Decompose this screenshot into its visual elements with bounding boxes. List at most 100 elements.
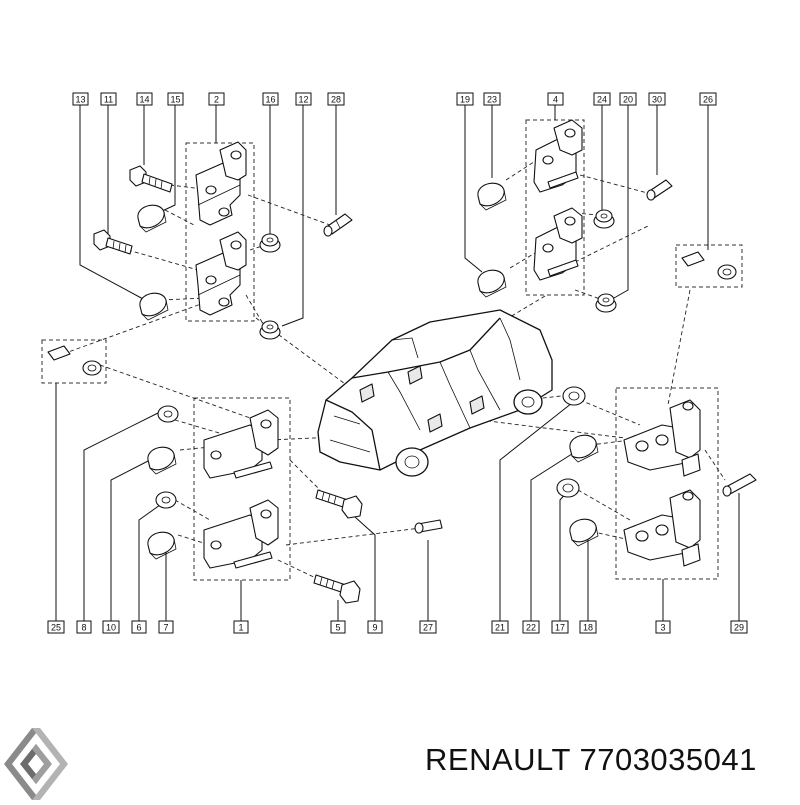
bolt-14 (129, 165, 173, 193)
renault-diamond-logo (4, 728, 68, 800)
svg-text:10: 10 (106, 623, 116, 633)
clip-26 (681, 251, 737, 280)
callout-8: 8 (76, 620, 92, 634)
callout-27: 27 (419, 620, 437, 634)
svg-text:28: 28 (331, 95, 341, 105)
hinge-lower-left (195, 231, 247, 316)
callout-3: 3 (655, 620, 671, 634)
svg-text:7: 7 (163, 623, 168, 633)
callout-10: 10 (102, 620, 120, 634)
flange-nut-17 (556, 478, 580, 498)
svg-text:9: 9 (372, 623, 377, 633)
flange-nut-20 (595, 293, 617, 313)
callout-30: 30 (648, 92, 666, 106)
pin-30 (646, 179, 673, 201)
callout-17: 17 (551, 620, 569, 634)
callout-21: 21 (491, 620, 509, 634)
callout-23: 23 (483, 92, 501, 106)
cap-nut-19 (477, 269, 507, 298)
group-box-clip-left (41, 339, 107, 384)
part-caption: RENAULT 7703035041 (425, 742, 757, 778)
brand-name: RENAULT (425, 742, 571, 777)
cap-nut-13 (139, 292, 169, 321)
callout-5: 5 (330, 620, 346, 634)
cap-nut-22 (569, 434, 599, 463)
svg-text:13: 13 (75, 95, 85, 105)
flange-nut-16 (259, 233, 281, 253)
svg-text:21: 21 (495, 623, 505, 633)
flange-nut-8 (157, 405, 179, 423)
svg-text:2: 2 (214, 95, 219, 105)
callouts-bottom: 25 8 10 6 7 1 5 9 27 21 22 17 18 3 29 (47, 620, 748, 634)
hinge-bottom-right-upper (623, 399, 701, 477)
svg-text:25: 25 (51, 623, 61, 633)
svg-text:6: 6 (136, 623, 141, 633)
callout-11: 11 (100, 92, 117, 106)
svg-text:4: 4 (553, 95, 558, 105)
group-box-bottom-right-hinge (615, 387, 719, 580)
callout-22: 22 (522, 620, 540, 634)
svg-text:19: 19 (460, 95, 470, 105)
svg-text:15: 15 (170, 95, 180, 105)
svg-text:5: 5 (335, 623, 340, 633)
callout-25: 25 (47, 620, 65, 634)
hinge-upper-right (533, 119, 583, 193)
part-number: 7703035041 (579, 742, 757, 777)
callout-29: 29 (730, 620, 748, 634)
hinge-bottom-left-upper (203, 409, 279, 479)
svg-text:29: 29 (734, 623, 744, 633)
car-illustration (317, 309, 553, 477)
cap-nut-10 (147, 446, 177, 475)
svg-text:12: 12 (298, 95, 308, 105)
hinge-upper-left (195, 141, 247, 226)
callouts-top-left: 13 11 14 15 2 16 12 28 (72, 92, 345, 106)
hinge-lower-right (533, 207, 583, 281)
group-box-bottom-left-hinge (193, 397, 291, 581)
bolt-9 (315, 489, 363, 519)
group-box-clip-right (675, 244, 743, 288)
svg-text:3: 3 (660, 623, 665, 633)
flange-nut-24 (593, 209, 615, 229)
cap-nut-18 (569, 518, 599, 547)
group-box-top-left-hinge (185, 142, 255, 322)
bolt-11 (93, 229, 133, 255)
cap-nut-7 (147, 531, 177, 560)
flange-nut-6 (155, 491, 177, 509)
callout-24: 24 (593, 92, 611, 106)
svg-text:26: 26 (703, 95, 713, 105)
svg-text:24: 24 (597, 95, 607, 105)
pin-27 (414, 519, 443, 534)
callout-4: 4 (547, 92, 564, 106)
callout-13: 13 (72, 92, 89, 106)
bolt-5 (313, 574, 361, 604)
callouts-top-right: 19 23 4 24 20 30 26 (456, 92, 717, 106)
svg-text:17: 17 (555, 623, 565, 633)
svg-text:20: 20 (623, 95, 633, 105)
callout-1: 1 (233, 620, 249, 634)
svg-text:1: 1 (238, 623, 243, 633)
leader-lines (55, 105, 740, 621)
pin-28 (323, 213, 353, 237)
svg-text:11: 11 (104, 95, 113, 105)
svg-text:23: 23 (487, 95, 497, 105)
callout-18: 18 (579, 620, 597, 634)
svg-text:8: 8 (81, 623, 86, 633)
clip-25 (47, 345, 102, 376)
svg-text:16: 16 (265, 95, 275, 105)
svg-text:18: 18 (583, 623, 593, 633)
svg-text:27: 27 (423, 623, 433, 633)
callout-6: 6 (131, 620, 147, 634)
hinge-bottom-left-lower (203, 499, 279, 569)
callout-28: 28 (327, 92, 345, 106)
flange-nut-12 (259, 320, 281, 340)
callout-9: 9 (367, 620, 383, 634)
callout-2: 2 (208, 92, 225, 106)
callout-14: 14 (136, 92, 153, 106)
svg-text:30: 30 (652, 95, 662, 105)
callout-20: 20 (619, 92, 637, 106)
callout-26: 26 (699, 92, 717, 106)
svg-text:14: 14 (139, 95, 149, 105)
callout-12: 12 (295, 92, 312, 106)
callout-16: 16 (262, 92, 279, 106)
